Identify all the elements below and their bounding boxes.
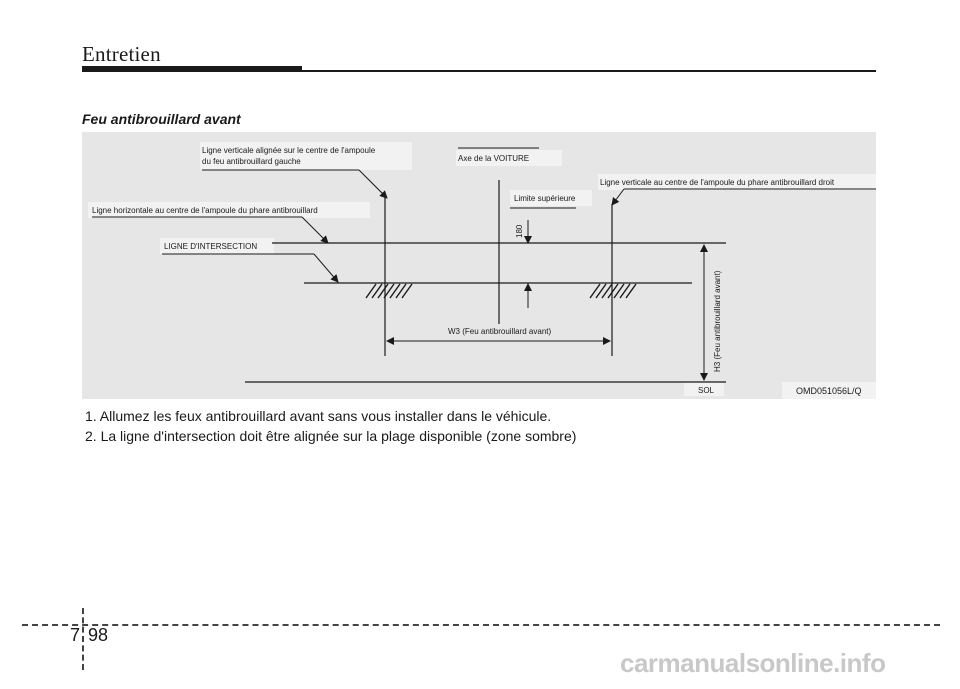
label-box-figure-code — [782, 382, 876, 399]
label-box-left-vertical — [200, 142, 412, 170]
label-figure-code: OMD051056L/Q — [796, 386, 862, 396]
chapter-number: 7 — [70, 625, 81, 645]
label-left-vertical-line-2: du feu antibrouillard gauche — [202, 157, 301, 166]
label-dimension-180: 180 — [515, 224, 524, 238]
label-upper-limit: Limite supérieure — [514, 194, 576, 203]
diagram-svg: Ligne verticale alignée sur le centre de… — [88, 142, 876, 399]
label-horizontal-line: Ligne horizontale au centre de l'ampoule… — [92, 206, 318, 215]
instruction-step-1: 1. Allumez les feux antibrouillard avant… — [85, 408, 552, 424]
page-header-title: Entretien — [82, 42, 161, 66]
label-box-upper-limit — [510, 190, 592, 206]
label-right-vertical-line: Ligne verticale au centre de l'ampoule d… — [600, 178, 835, 187]
section-title: Feu antibrouillard avant — [82, 111, 241, 127]
label-box-right-vertical — [598, 174, 876, 190]
label-ground: SOL — [698, 386, 715, 395]
label-cutoff-line: LIGNE D'INTERSECTION — [164, 242, 257, 251]
label-width-w3: W3 (Feu antibrouillard avant) — [448, 327, 551, 336]
instruction-step-2: 2. La ligne d'intersection doit être ali… — [85, 428, 577, 444]
label-box-cutoff — [160, 238, 274, 254]
fog-light-aiming-diagram: Ligne verticale alignée sur le centre de… — [82, 132, 876, 399]
header-rule-thin — [302, 70, 876, 72]
instructions-list: 1. Allumez les feux antibrouillard avant… — [85, 406, 576, 446]
label-height-h3: H3 (Feu antibrouillard avant) — [713, 270, 722, 372]
label-left-vertical-line-1: Ligne verticale alignée sur le centre de… — [202, 146, 376, 155]
watermark-text: carmanualsonline.info — [620, 648, 886, 678]
label-car-axis: Axe de la VOITURE — [458, 154, 529, 163]
page-number: 98 — [88, 625, 109, 645]
header-rule-thick — [82, 66, 302, 72]
label-box-horizontal-line — [88, 202, 370, 218]
footer-dashed-divider — [82, 608, 84, 670]
footer-dashed-rule — [22, 624, 940, 626]
hatch-zone-right — [589, 283, 637, 299]
hatch-zone-left — [365, 283, 413, 299]
label-box-ground — [684, 382, 724, 396]
label-box-car-axis — [456, 150, 562, 166]
